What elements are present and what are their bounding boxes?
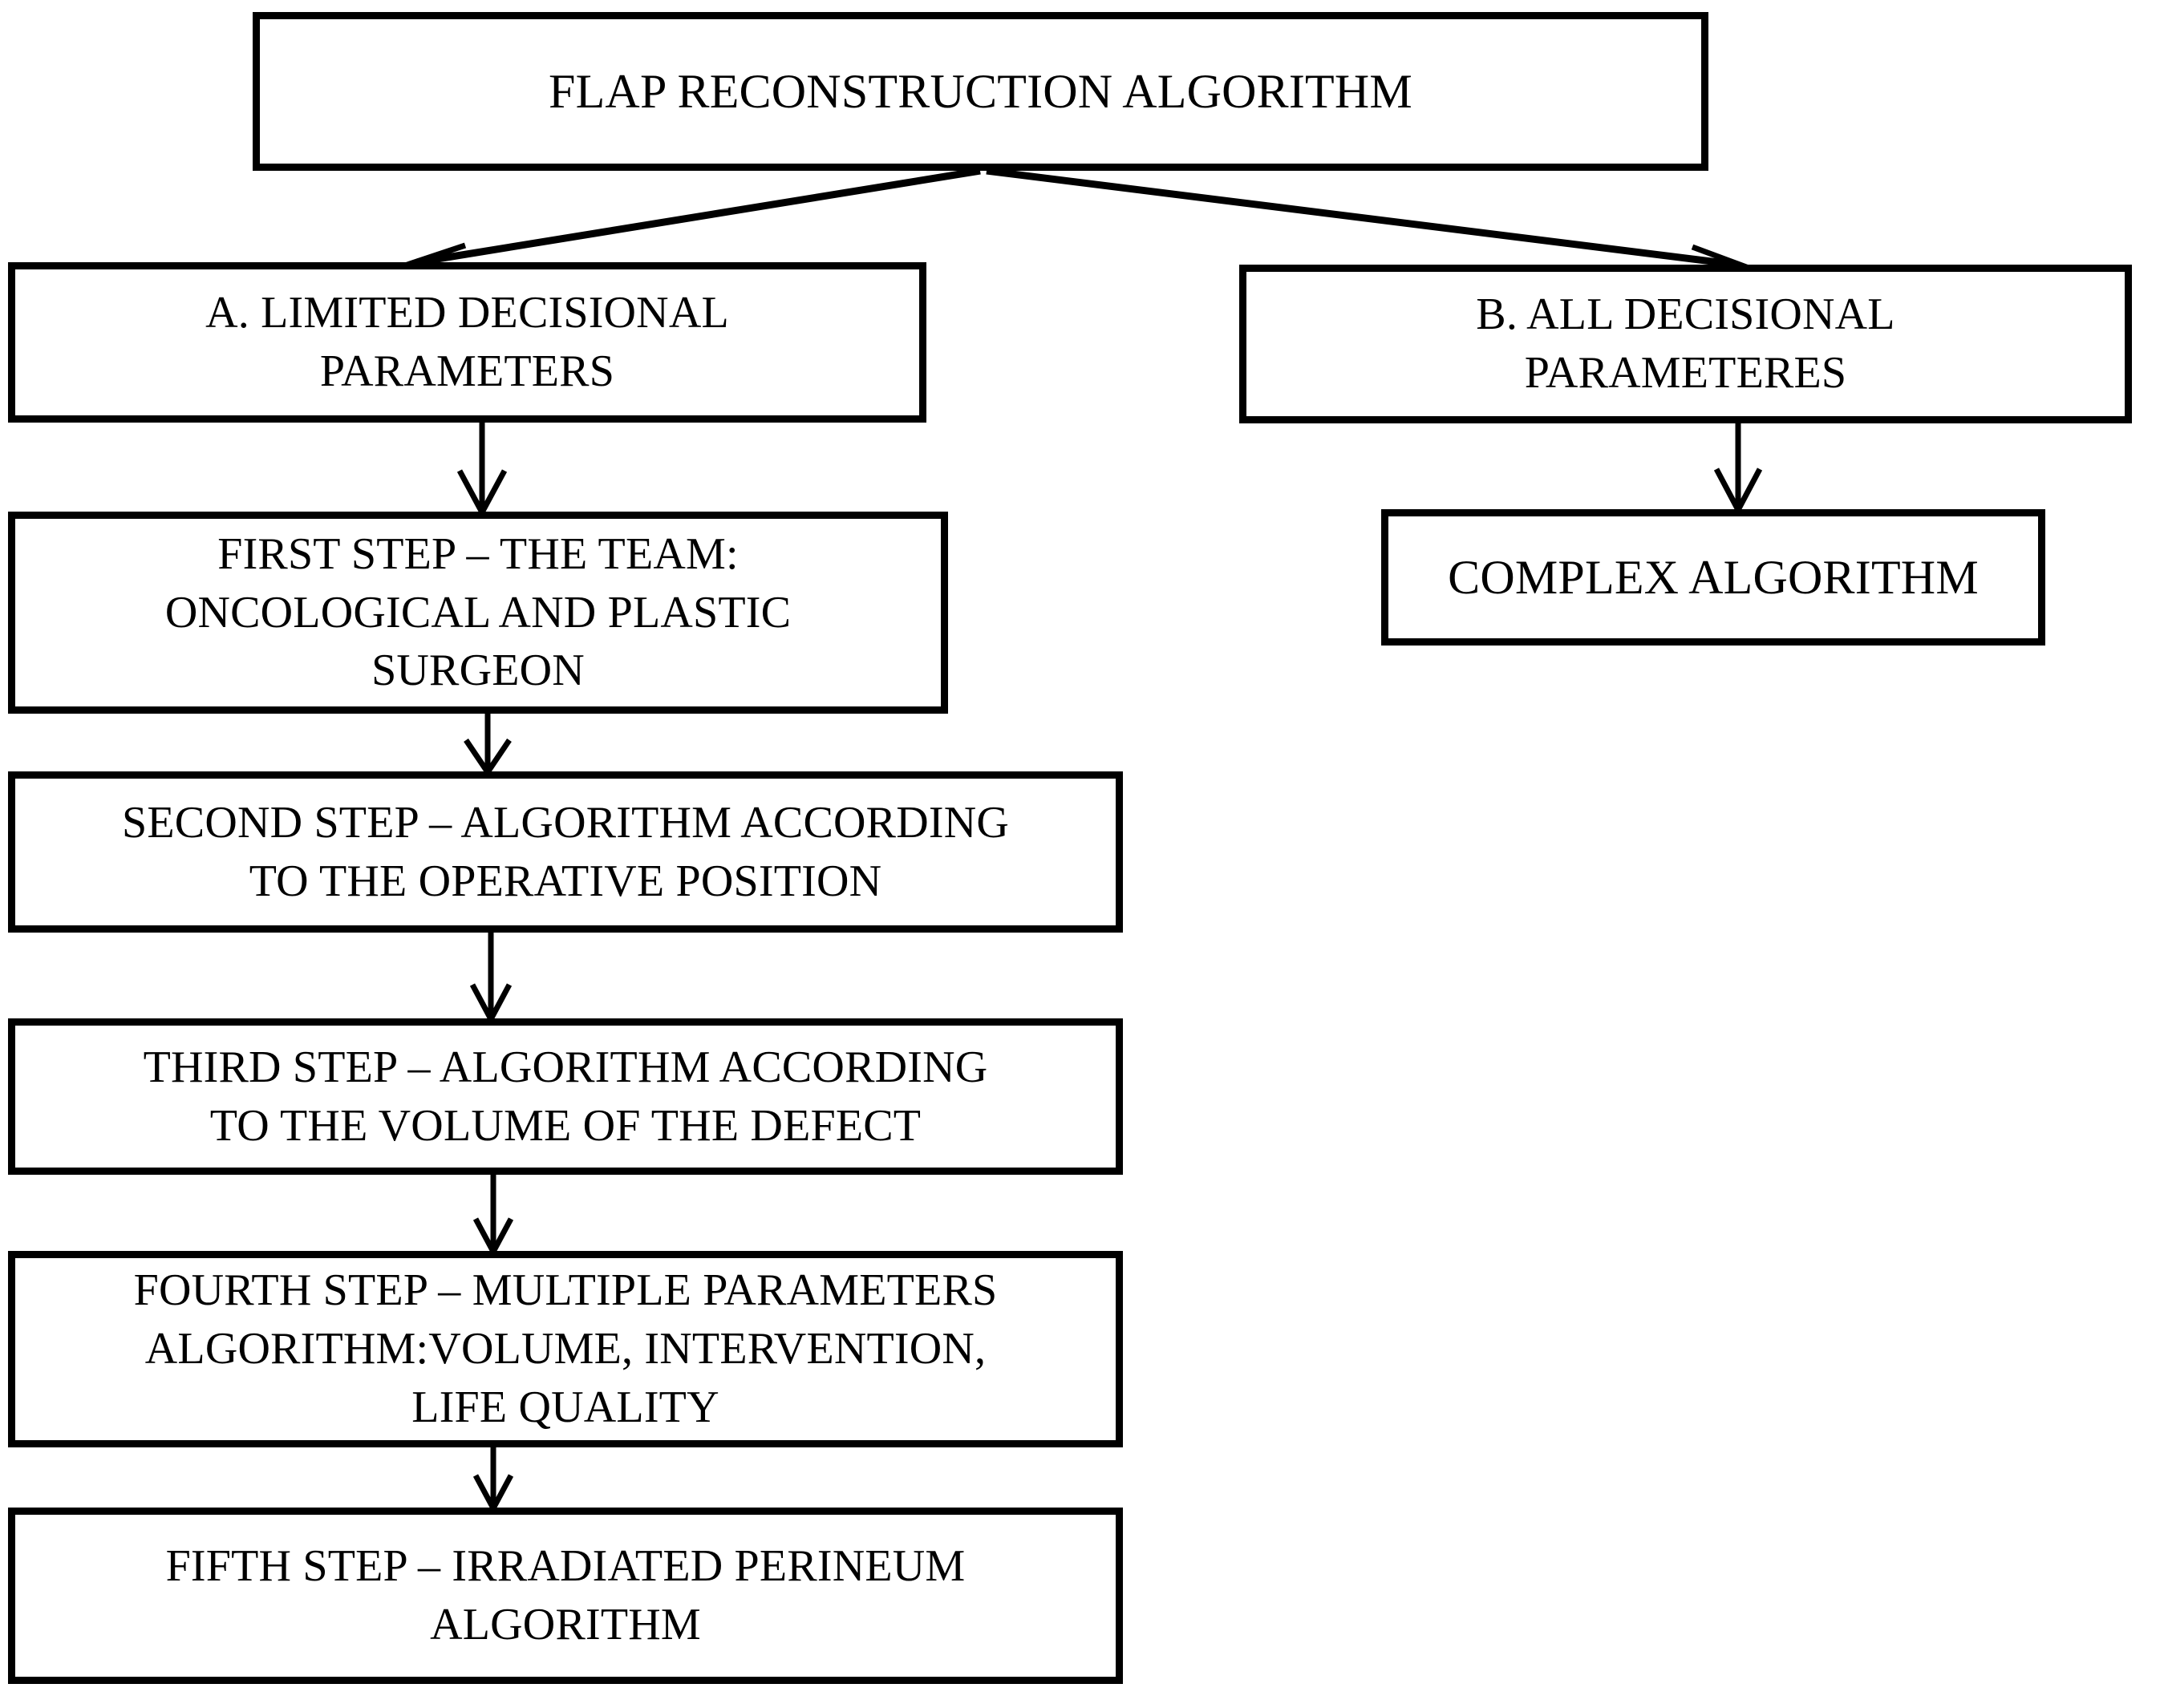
node-label: A. LIMITED DECISIONAL PARAMETERS (205, 288, 729, 396)
node-label: B. ALL DECISIONAL PARAMETERES (1476, 289, 1895, 398)
node-branch-b-all-decisional-parameteres[interactable]: B. ALL DECISIONAL PARAMETERES (1239, 265, 2132, 423)
node-label: SECOND STEP – ALGORITHM ACCORDING TO THE… (122, 797, 1009, 906)
edge-step-1-to-step-2 (464, 714, 512, 778)
edge-step-3-to-step-4 (472, 1175, 514, 1258)
node-label: THIRD STEP – ALGORITHM ACCORDING TO THE … (143, 1042, 988, 1151)
node-label: FIRST STEP – THE TEAM: ONCOLOGICAL AND P… (164, 528, 792, 696)
node-label: FLAP RECONSTRUCTION ALGORITHM (549, 65, 1412, 118)
edge-branch-b-to-complex (1713, 423, 1763, 516)
node-label: FOURTH STEP – MULTIPLE PARAMETERS ALGORI… (133, 1265, 998, 1432)
node-branch-a-limited-decisional-parameters[interactable]: A. LIMITED DECISIONAL PARAMETERS (8, 262, 926, 423)
edge-step-4-to-step-5 (472, 1447, 514, 1515)
node-fifth-step-irradiated-perineum[interactable]: FIFTH STEP – IRRADIATED PERINEUM ALGORIT… (8, 1508, 1123, 1684)
node-complex-algorithm[interactable]: COMPLEX ALGORITHM (1381, 509, 2045, 646)
node-fourth-step-multiple-parameters[interactable]: FOURTH STEP – MULTIPLE PARAMETERS ALGORI… (8, 1251, 1123, 1447)
node-third-step-volume-of-defect[interactable]: THIRD STEP – ALGORITHM ACCORDING TO THE … (8, 1018, 1123, 1175)
node-flap-reconstruction-algorithm[interactable]: FLAP RECONSTRUCTION ALGORITHM (253, 12, 1708, 171)
node-label: COMPLEX ALGORITHM (1448, 551, 1979, 604)
edge-step-2-to-step-3 (469, 933, 513, 1026)
node-label: FIFTH STEP – IRRADIATED PERINEUM ALGORIT… (165, 1541, 966, 1649)
edge-branch-a-to-step-1 (456, 423, 508, 519)
node-second-step-operative-position[interactable]: SECOND STEP – ALGORITHM ACCORDING TO THE… (8, 771, 1123, 933)
node-first-step-the-team[interactable]: FIRST STEP – THE TEAM: ONCOLOGICAL AND P… (8, 512, 948, 714)
